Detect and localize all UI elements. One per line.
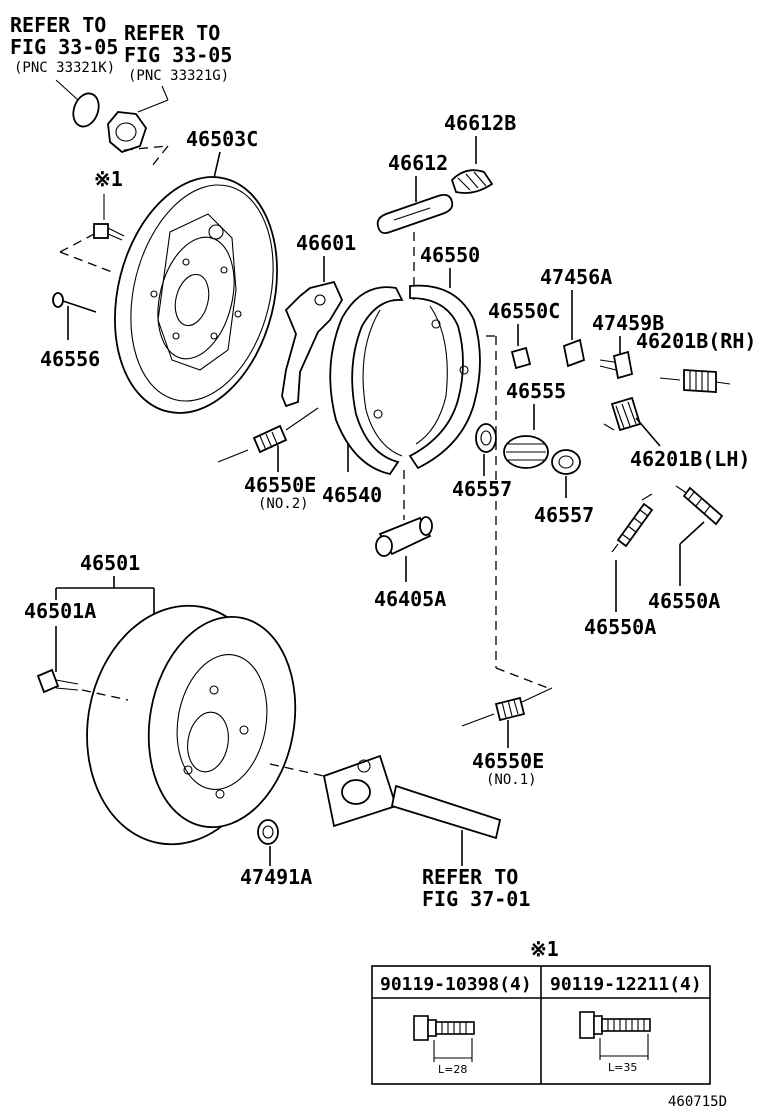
label-46503C: 46503C xyxy=(186,127,258,151)
label-46550: 46550 xyxy=(420,243,480,267)
reference-note-fig-37-01: REFER TO FIG 37-01 xyxy=(422,865,530,911)
label-46555: 46555 xyxy=(506,379,566,403)
spring-46201B-RH xyxy=(659,369,731,393)
cup-46557-b xyxy=(551,449,581,475)
label-46201B-RH: 46201B(RH) xyxy=(636,329,756,353)
hub-bolt-46501A xyxy=(36,668,79,694)
table-col1-header: 90119-10398(4) xyxy=(380,974,532,995)
label-46540: 46540 xyxy=(322,483,382,507)
spring-46555 xyxy=(503,435,549,469)
label-46556: 46556 xyxy=(40,347,100,371)
label-46405A: 46405A xyxy=(374,587,446,611)
table-col2-header: 90119-12211(4) xyxy=(550,974,702,995)
hold-down-pin-46556 xyxy=(52,292,97,313)
label-46612: 46612 xyxy=(388,151,448,175)
ref-left-line3: (PNC 33321K) xyxy=(14,60,115,76)
note-mark-1: ※1 xyxy=(94,167,123,191)
label-46201B-LH: 46201B(LH) xyxy=(630,447,750,471)
label-46557-a: 46557 xyxy=(452,477,512,501)
ref-left-line2: FIG 33-05 xyxy=(10,35,118,59)
label-46550A-b: 46550A xyxy=(648,589,720,613)
label-46550E-no1: 46550E xyxy=(472,749,544,773)
figure-code: 460715D xyxy=(668,1094,727,1110)
spring-46550A-b xyxy=(675,485,724,526)
bolt-spec-table: 90119-10398(4) 90119-12211(4) L=28 L=35 xyxy=(371,965,711,1085)
ref-right-line2: FIG 33-05 xyxy=(124,43,232,67)
spring-46550E-no2 xyxy=(217,407,319,463)
bolt-length-35: L=35 xyxy=(608,1061,637,1074)
label-no2: (NO.2) xyxy=(258,496,309,512)
spring-46201B-LH xyxy=(603,396,642,432)
parking-lever-46601 xyxy=(281,280,344,408)
label-46550A-a: 46550A xyxy=(584,615,656,639)
label-46501A: 46501A xyxy=(24,599,96,623)
flange-bolt-part xyxy=(93,194,125,241)
seal-cap-part xyxy=(107,85,169,154)
label-46601: 46601 xyxy=(296,231,356,255)
backing-plate-46503C xyxy=(114,176,278,414)
bolt-length-28: L=28 xyxy=(438,1063,467,1076)
washer-46550C xyxy=(510,346,532,370)
ref-right-line1: REFER TO xyxy=(124,21,220,45)
clip-47456A xyxy=(562,338,586,368)
bolt-icon-28: L=28 xyxy=(413,1015,475,1076)
brake-shoe-46540 xyxy=(329,284,481,476)
bolt-icon-35: L=35 xyxy=(579,1011,651,1074)
reference-note-33321G: REFER TO FIG 33-05 (PNC 33321G) xyxy=(124,21,232,84)
label-47456A: 47456A xyxy=(540,265,612,289)
ref-right-line3: (PNC 33321G) xyxy=(128,68,229,84)
label-46550E-no2: 46550E xyxy=(244,473,316,497)
label-46550C: 46550C xyxy=(488,299,560,323)
spring-46550E-no1 xyxy=(461,687,553,727)
label-46557-b: 46557 xyxy=(534,503,594,527)
spring-46612B xyxy=(450,169,494,194)
label-46612B: 46612B xyxy=(444,111,516,135)
label-47459B: 47459B xyxy=(592,311,664,335)
wheel-cylinder-46405A xyxy=(375,516,433,557)
ref-bottom-line1: REFER TO xyxy=(422,865,518,889)
plug-47491A xyxy=(257,819,279,845)
label-no1: (NO.1) xyxy=(486,772,537,788)
strut-46612 xyxy=(376,193,454,235)
ref-bottom-line2: FIG 37-01 xyxy=(422,887,530,911)
spring-46550A-a xyxy=(611,493,654,553)
bolt-47459B xyxy=(599,350,634,380)
axle-shaft xyxy=(322,754,502,840)
label-47491A: 47491A xyxy=(240,865,312,889)
table-note-mark: ※1 xyxy=(530,937,559,961)
reference-note-33321K: REFER TO FIG 33-05 (PNC 33321K) xyxy=(10,13,118,76)
cup-46557-a xyxy=(475,423,497,453)
brake-drum-46501 xyxy=(86,604,297,846)
label-46501: 46501 xyxy=(80,551,140,575)
leader-46503C xyxy=(213,151,221,179)
o-ring-part xyxy=(55,79,100,128)
ref-left-line1: REFER TO xyxy=(10,13,106,37)
